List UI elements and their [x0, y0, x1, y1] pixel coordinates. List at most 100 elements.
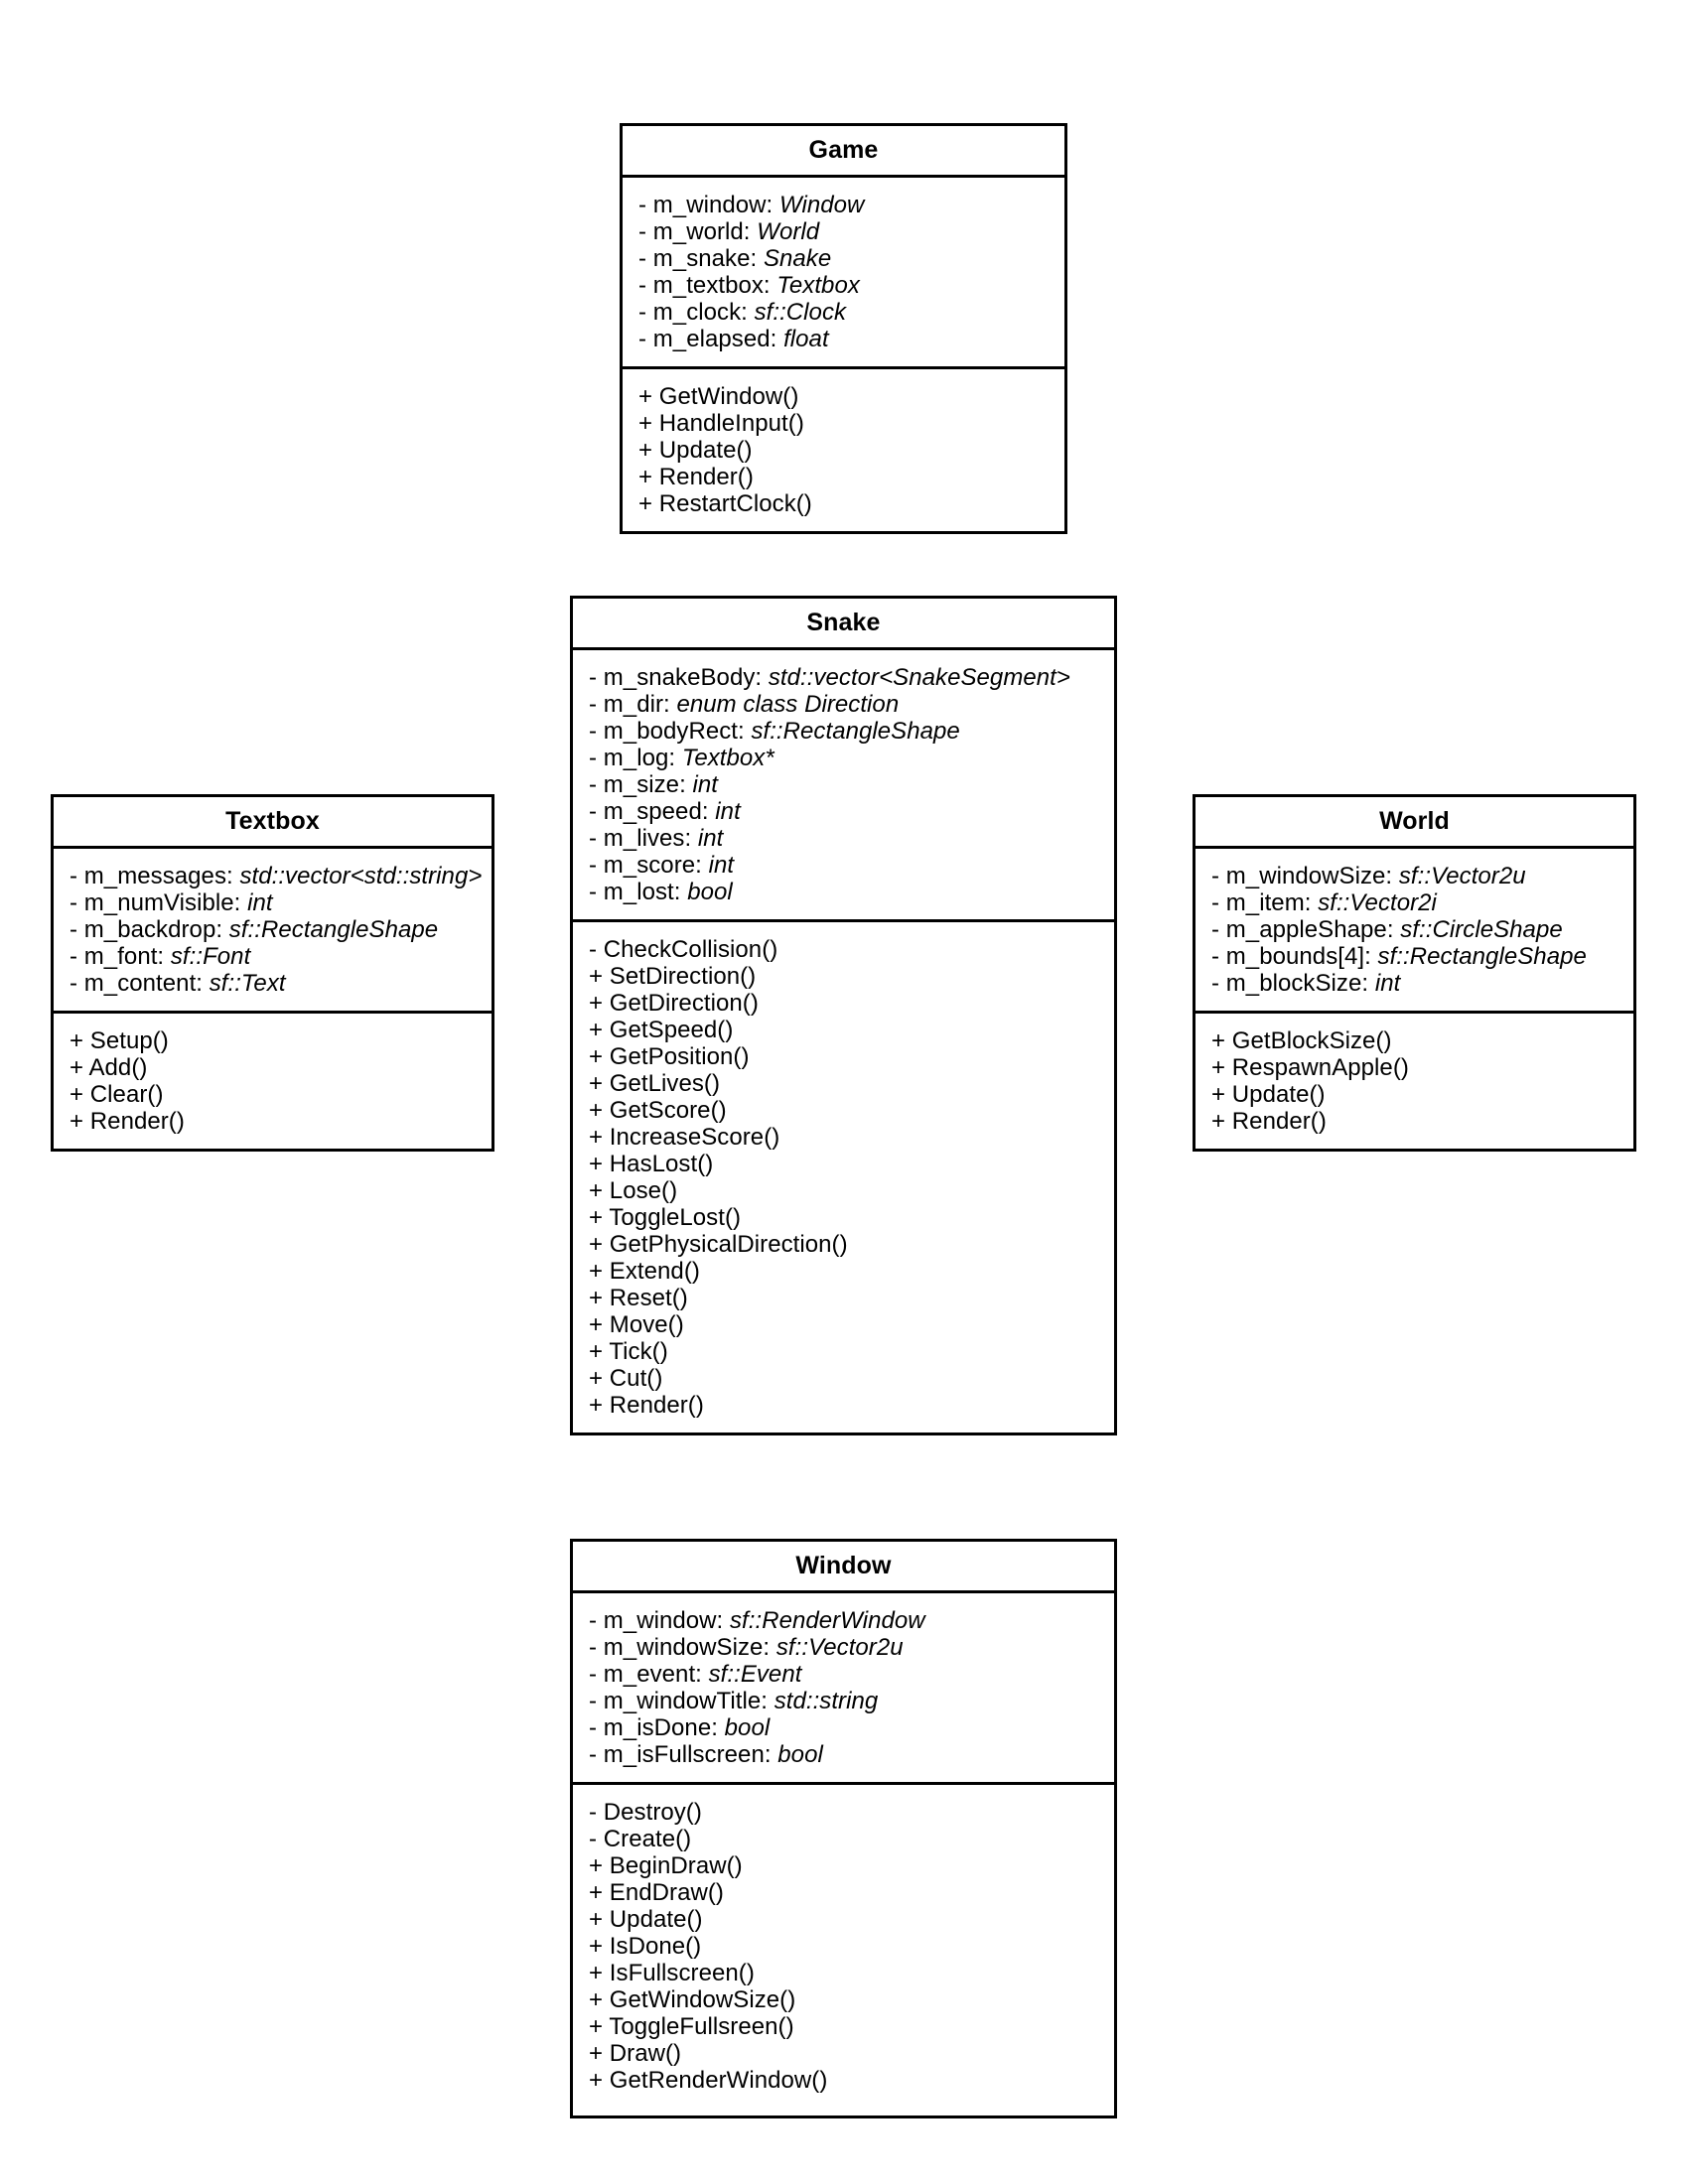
- uml-visibility: -: [589, 1607, 604, 1634]
- uml-operation-row: + Render(): [638, 464, 1051, 490]
- uml-member-name: m_content:: [83, 970, 210, 997]
- uml-member-name: ToggleLost(): [609, 1204, 742, 1231]
- uml-member-name: RestartClock(): [658, 490, 812, 517]
- uml-attribute-row: - m_dir: enum class Direction: [589, 691, 1100, 718]
- uml-visibility: +: [70, 1081, 90, 1108]
- uml-visibility: +: [589, 1365, 610, 1392]
- uml-visibility: -: [589, 771, 604, 798]
- uml-class-name-game: Game: [808, 136, 879, 164]
- uml-member-type: Snake: [763, 245, 832, 272]
- uml-visibility: +: [589, 1097, 610, 1124]
- uml-member-name: GetWindowSize(): [609, 1986, 796, 2013]
- uml-visibility: -: [589, 798, 604, 825]
- uml-operations-textbox: + Setup()+ Add()+ Clear()+ Render(): [54, 1011, 492, 1149]
- uml-operation-row: + Update(): [638, 437, 1051, 464]
- uml-visibility: +: [589, 1070, 610, 1097]
- uml-member-name: m_bodyRect:: [603, 718, 752, 745]
- uml-member-name: HasLost(): [609, 1151, 714, 1177]
- uml-operation-row: + Setup(): [70, 1027, 478, 1054]
- uml-attribute-row: - m_messages: std::vector<std::string>: [70, 863, 482, 889]
- uml-visibility: -: [70, 943, 84, 970]
- uml-visibility: -: [589, 852, 604, 879]
- uml-visibility: +: [1211, 1081, 1232, 1108]
- uml-attribute-row: - m_numVisible: int: [70, 889, 478, 916]
- uml-visibility: +: [589, 1204, 610, 1231]
- uml-operation-row: + EndDraw(): [589, 1879, 1100, 1906]
- uml-operation-row: + GetScore(): [589, 1097, 1100, 1124]
- uml-class-game[interactable]: Game - m_window: Window- m_world: World-…: [620, 123, 1067, 534]
- uml-class-snake[interactable]: Snake - m_snakeBody: std::vector<SnakeSe…: [570, 596, 1117, 1435]
- uml-member-name: m_size:: [603, 771, 693, 798]
- uml-attribute-row: - m_textbox: Textbox: [638, 272, 1051, 299]
- uml-member-name: Update(): [609, 1906, 703, 1933]
- uml-attribute-row: - m_size: int: [589, 771, 1100, 798]
- uml-operation-row: + IsDone(): [589, 1933, 1100, 1960]
- uml-member-type: sf::CircleShape: [1400, 916, 1563, 943]
- uml-operation-row: + Move(): [589, 1311, 1100, 1338]
- uml-member-name: m_snakeBody:: [603, 664, 769, 691]
- uml-visibility: +: [589, 1017, 610, 1043]
- uml-member-type: Textbox: [776, 272, 860, 299]
- uml-member-name: m_textbox:: [652, 272, 777, 299]
- uml-visibility: +: [589, 990, 610, 1017]
- uml-class-textbox[interactable]: Textbox - m_messages: std::vector<std::s…: [51, 794, 494, 1152]
- uml-operation-row: + GetPosition(): [589, 1043, 1100, 1070]
- uml-visibility: +: [589, 2067, 610, 2094]
- uml-member-name: Render(): [609, 1392, 704, 1419]
- uml-member-name: SetDirection(): [609, 963, 757, 990]
- uml-member-name: Setup(): [89, 1027, 169, 1054]
- uml-member-type: bool: [777, 1741, 823, 1768]
- uml-visibility: -: [589, 745, 604, 771]
- uml-visibility: +: [589, 1960, 610, 1986]
- uml-visibility: -: [589, 1799, 604, 1826]
- uml-operation-row: + Add(): [70, 1054, 478, 1081]
- uml-member-name: Render(): [89, 1108, 185, 1135]
- uml-member-name: m_font:: [83, 943, 171, 970]
- uml-visibility: +: [589, 1258, 610, 1285]
- uml-member-name: m_blockSize:: [1225, 970, 1375, 997]
- uml-visibility: -: [589, 1826, 604, 1852]
- uml-class-name-snake: Snake: [806, 609, 881, 636]
- uml-operation-row: - Create(): [589, 1826, 1100, 1852]
- uml-member-name: m_log:: [603, 745, 682, 771]
- uml-member-type: sf::Vector2u: [1398, 863, 1526, 889]
- uml-member-name: m_isDone:: [603, 1714, 725, 1741]
- uml-attribute-row: - m_lives: int: [589, 825, 1100, 852]
- uml-member-name: m_messages:: [83, 863, 240, 889]
- uml-member-name: Reset(): [609, 1285, 688, 1311]
- uml-operation-row: + Render(): [1211, 1108, 1619, 1135]
- uml-member-type: sf::Vector2u: [775, 1634, 904, 1661]
- uml-member-type: Textbox*: [681, 745, 774, 771]
- uml-member-type: sf::RenderWindow: [729, 1607, 925, 1634]
- uml-operation-row: + Reset(): [589, 1285, 1100, 1311]
- uml-operation-row: + RespawnApple(): [1211, 1054, 1619, 1081]
- uml-class-header-textbox: Textbox: [54, 797, 492, 849]
- uml-class-world[interactable]: World - m_windowSize: sf::Vector2u- m_it…: [1193, 794, 1636, 1152]
- uml-visibility: +: [589, 1933, 610, 1960]
- uml-visibility: -: [1211, 863, 1226, 889]
- uml-attribute-row: - m_isDone: bool: [589, 1714, 1100, 1741]
- uml-class-header-game: Game: [623, 126, 1064, 178]
- uml-member-type: enum class Direction: [676, 691, 900, 718]
- uml-operation-row: + Extend(): [589, 1258, 1100, 1285]
- uml-member-name: Create(): [603, 1826, 692, 1852]
- uml-visibility: -: [589, 664, 604, 691]
- uml-visibility: +: [589, 1879, 610, 1906]
- uml-attribute-row: - m_score: int: [589, 852, 1100, 879]
- uml-operation-row: + Update(): [1211, 1081, 1619, 1108]
- uml-attribute-row: - m_bodyRect: sf::RectangleShape: [589, 718, 1100, 745]
- uml-operation-row: + Tick(): [589, 1338, 1100, 1365]
- uml-operation-row: + RestartClock(): [638, 490, 1051, 517]
- uml-visibility: -: [589, 1661, 604, 1688]
- uml-visibility: -: [70, 889, 84, 916]
- uml-member-name: Lose(): [609, 1177, 678, 1204]
- uml-operation-row: + GetWindowSize(): [589, 1986, 1100, 2013]
- uml-visibility: -: [1211, 943, 1226, 970]
- uml-member-name: EndDraw(): [609, 1879, 724, 1906]
- uml-member-name: Clear(): [89, 1081, 164, 1108]
- uml-class-window[interactable]: Window - m_window: sf::RenderWindow- m_w…: [570, 1539, 1117, 2118]
- uml-visibility: +: [1211, 1027, 1232, 1054]
- uml-operation-row: + ToggleFullsreen(): [589, 2013, 1100, 2040]
- uml-class-name-textbox: Textbox: [225, 807, 320, 835]
